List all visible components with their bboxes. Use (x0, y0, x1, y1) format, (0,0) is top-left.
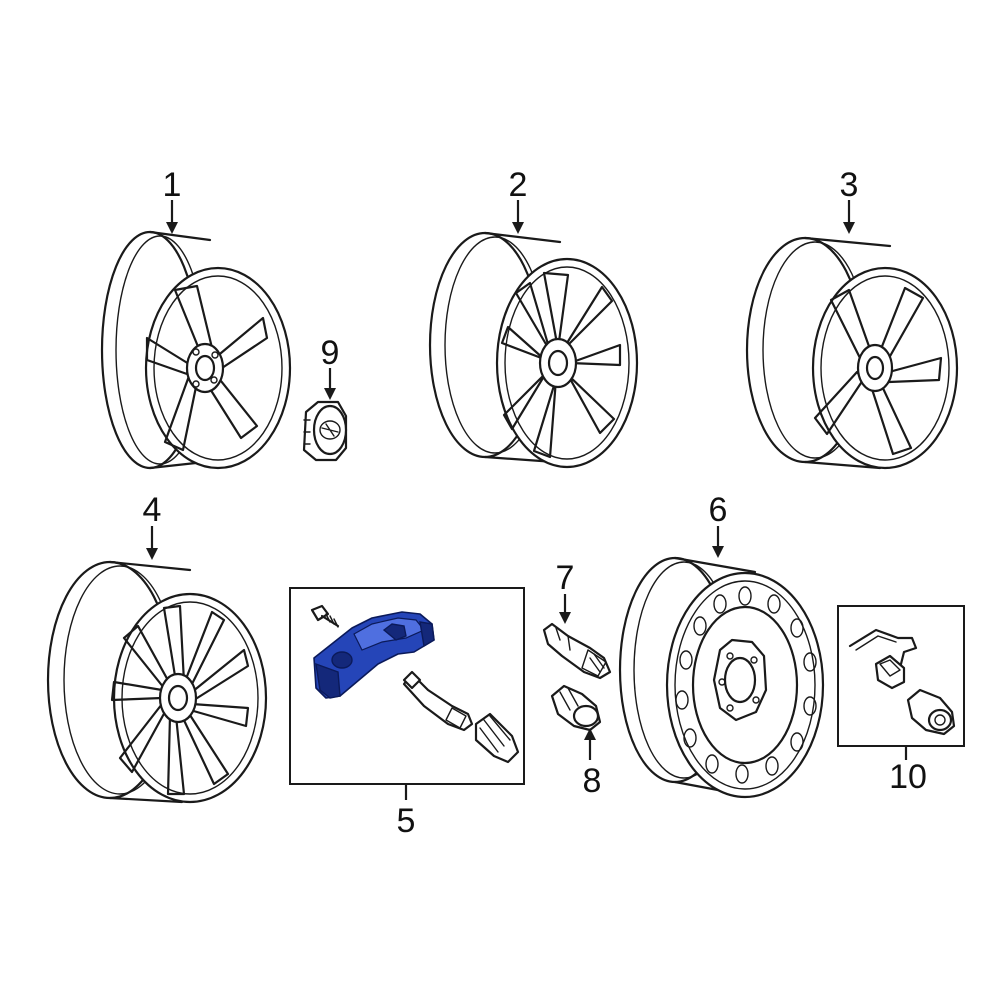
tpms-valve-cap[interactable] (474, 712, 520, 764)
tpms-valve-stem[interactable] (402, 670, 474, 732)
lock-key-tool[interactable] (848, 628, 918, 690)
tpms-screw[interactable] (310, 604, 340, 628)
valve-stem-7[interactable] (542, 622, 612, 680)
callout-7: 7 (556, 559, 575, 597)
callout-3: 3 (840, 166, 859, 204)
callout-8: 8 (583, 762, 602, 800)
callout-5: 5 (397, 802, 416, 840)
callout-4: 4 (143, 491, 162, 529)
wheel-6-spare[interactable] (618, 556, 825, 799)
spare-vent-holes (675, 586, 817, 784)
lug-nut-8[interactable] (550, 684, 602, 732)
wheel-2[interactable] (428, 231, 639, 469)
callout-10: 10 (889, 758, 927, 796)
callout-arrows (146, 200, 908, 800)
callout-6: 6 (709, 491, 728, 529)
wheel-4[interactable] (46, 560, 268, 804)
wheel-3[interactable] (745, 236, 959, 470)
tpms-sensor-highlighted[interactable] (313, 611, 435, 699)
callout-1: 1 (163, 166, 182, 204)
lock-nut[interactable] (906, 688, 956, 736)
callout-9: 9 (321, 334, 340, 372)
wheel-1[interactable] (100, 230, 292, 470)
callout-2: 2 (509, 166, 528, 204)
center-cap-9[interactable] (302, 400, 348, 462)
lock-kit-box (837, 605, 965, 747)
